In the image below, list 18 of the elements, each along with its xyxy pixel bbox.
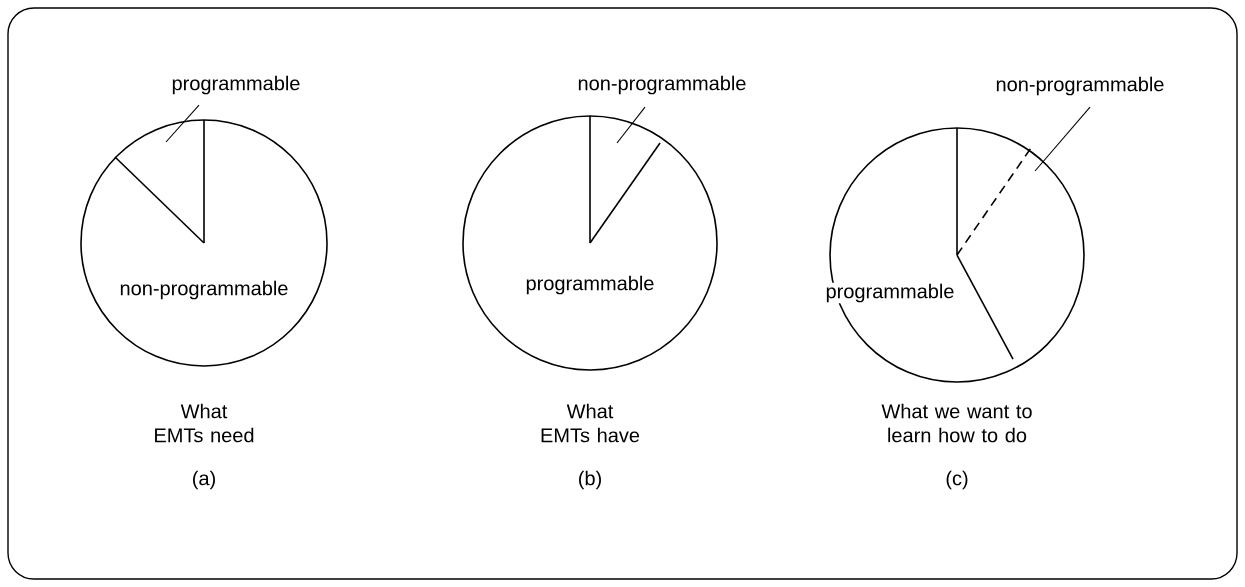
chart-caption: What EMTs need [155,403,254,443]
pie-circle [462,115,718,371]
leader-line [616,106,646,144]
panel-tag: (a) [193,470,215,490]
slice-label: programmable [824,282,956,304]
leader-line [165,104,200,143]
slice-label: non-programmable [118,279,290,301]
chart-caption: What we want to learn how to do [881,403,1032,443]
panel-tag: (b) [579,470,601,490]
slice-label: non-programmable [996,76,1164,96]
slice-label: non-programmable [578,75,746,95]
slice-label: programmable [524,274,656,296]
pie-circle [829,127,1085,383]
pie-circle [80,119,328,367]
panel-tag: (c) [946,470,968,490]
chart-caption: What EMTs have [541,403,640,443]
leader-line [1034,106,1091,172]
slice-label: programmable [172,75,300,95]
